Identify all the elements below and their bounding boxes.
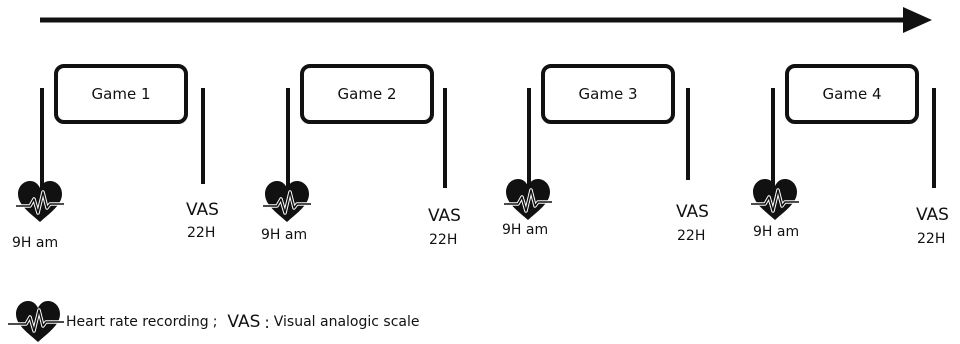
heart-rate-icon [16,181,64,222]
game-1-label: Game 1 [91,85,151,103]
legend-vas-abbr: VAS [227,312,261,332]
game-4-end-line [932,88,936,188]
game-3-start-line [527,88,531,188]
timeline-arrow [40,7,932,33]
legend-colon: : [264,312,270,332]
legend-vas-description: Visual analogic scale [273,314,420,330]
legend-separator: ; [212,314,218,330]
game-3-vas-label: VAS [676,202,709,222]
legend-heart-rate-label: Heart rate recording [66,314,209,330]
game-3-label: Game 3 [578,85,638,103]
heart-rate-icon [8,301,64,342]
game-2-box: Game 2 [300,64,434,124]
game-3-end-time: 22H [677,228,706,244]
game-1-end-line [201,88,205,184]
game-2-start-line [286,88,290,188]
game-1-start-time: 9H am [12,235,59,251]
game-4-start-line [771,88,775,188]
game-4-label: Game 4 [822,85,882,103]
heart-rate-icon [263,181,311,222]
game-2-end-time: 22H [429,232,458,248]
game-1-start-line [40,88,44,203]
game-1-end-time: 22H [187,225,216,241]
game-4-vas-label: VAS [916,205,949,225]
game-2-vas-label: VAS [428,206,461,226]
game-3-end-line [686,88,690,180]
game-4-box: Game 4 [785,64,919,124]
game-3-start-time: 9H am [502,222,549,238]
game-2-start-time: 9H am [261,227,308,243]
legend: Heart rate recording ; VAS : Visual anal… [8,300,420,344]
game-1-vas-label: VAS [186,200,219,220]
game-3-box: Game 3 [541,64,675,124]
game-2-end-line [443,88,447,188]
game-2-label: Game 2 [337,85,397,103]
heart-rate-icon [751,179,799,220]
game-4-start-time: 9H am [753,224,800,240]
heart-rate-icon [504,179,552,220]
game-1-box: Game 1 [54,64,188,124]
game-4-end-time: 22H [917,231,946,247]
